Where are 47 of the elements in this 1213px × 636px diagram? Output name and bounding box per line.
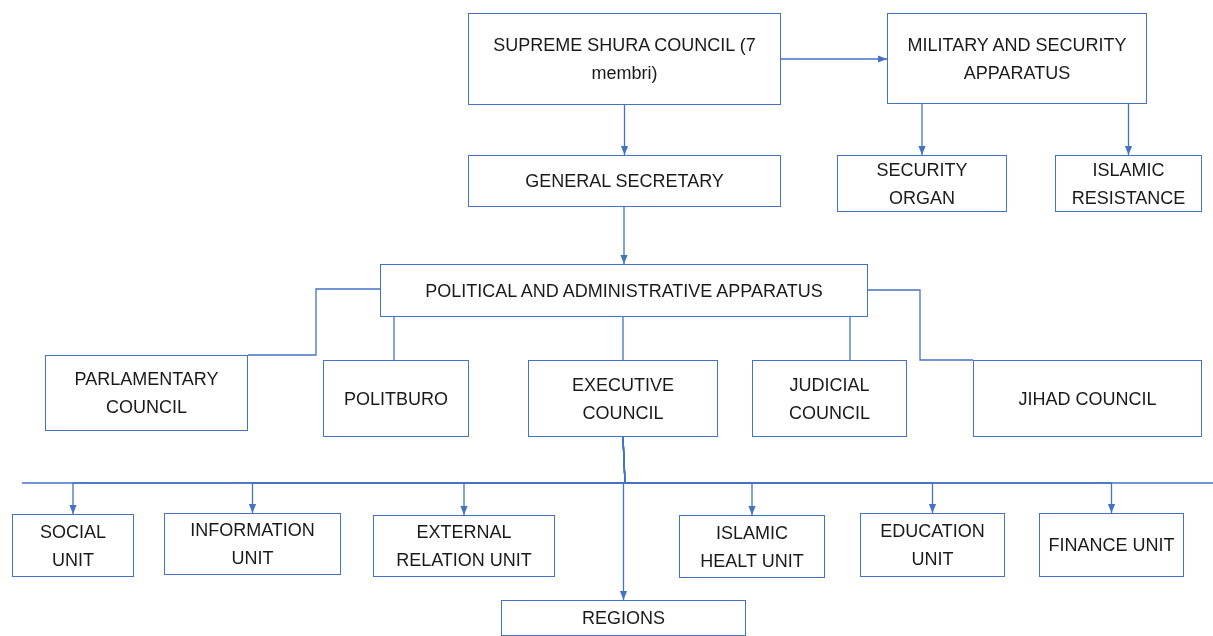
connector-line <box>849 316 851 361</box>
org-box <box>837 155 1007 212</box>
arrow <box>620 206 628 265</box>
org-box <box>45 355 248 431</box>
org-box <box>164 513 341 575</box>
connector-line <box>867 289 974 361</box>
arrow <box>620 104 629 156</box>
org-box <box>887 13 1147 104</box>
org-box <box>468 13 781 105</box>
box-label: MILITARY AND SECURITY APPARATUS <box>906 33 1128 85</box>
box-label: SECURITY ORGAN <box>875 158 969 210</box>
box-label: ISLAMIC HEALT UNIT <box>699 521 805 573</box>
org-box <box>501 600 746 636</box>
box-label: ISLAMIC RESISTANCE <box>1070 158 1187 210</box>
box-label: EXTERNAL RELATION UNIT <box>395 521 533 572</box>
org-box <box>468 155 781 207</box>
connector-line <box>622 316 624 361</box>
org-box <box>323 360 469 437</box>
box-label: GENERAL SECRETARY <box>525 170 724 193</box>
org-box <box>973 360 1202 437</box>
arrow <box>918 103 926 156</box>
org-box <box>373 515 555 577</box>
box-label: EDUCATION UNIT <box>879 520 986 571</box>
arrow <box>780 55 888 63</box>
org-box <box>1055 155 1202 212</box>
org-box <box>12 514 134 577</box>
org-box <box>860 513 1005 577</box>
box-label: FINANCE UNIT <box>1048 534 1175 557</box>
box-label: INFORMATION UNIT <box>189 519 316 570</box>
org-box <box>1039 513 1184 577</box>
arrow <box>619 436 628 601</box>
box-label: SUPREME SHURA COUNCIL (7 membri) <box>492 34 757 85</box>
connector-line <box>247 288 381 356</box>
org-box <box>528 360 718 437</box>
box-label: PARLAMENTARY COUNCIL <box>73 368 220 419</box>
box-label: POLITICAL AND ADMINISTRATIVE APPARATUS <box>425 279 823 303</box>
box-label: SOCIAL UNIT <box>39 520 107 572</box>
org-box <box>380 264 868 317</box>
box-label: EXECUTIVE COUNCIL <box>571 373 675 425</box>
org-box <box>679 515 825 578</box>
box-label: REGIONS <box>582 607 665 630</box>
org-box <box>752 360 907 437</box>
box-label: JUDICIAL COUNCIL <box>788 373 871 425</box>
box-label: POLITBURO <box>344 387 448 411</box>
box-label: JIHAD COUNCIL <box>1018 387 1157 411</box>
arrow <box>1124 103 1133 156</box>
connector-line <box>393 316 395 361</box>
